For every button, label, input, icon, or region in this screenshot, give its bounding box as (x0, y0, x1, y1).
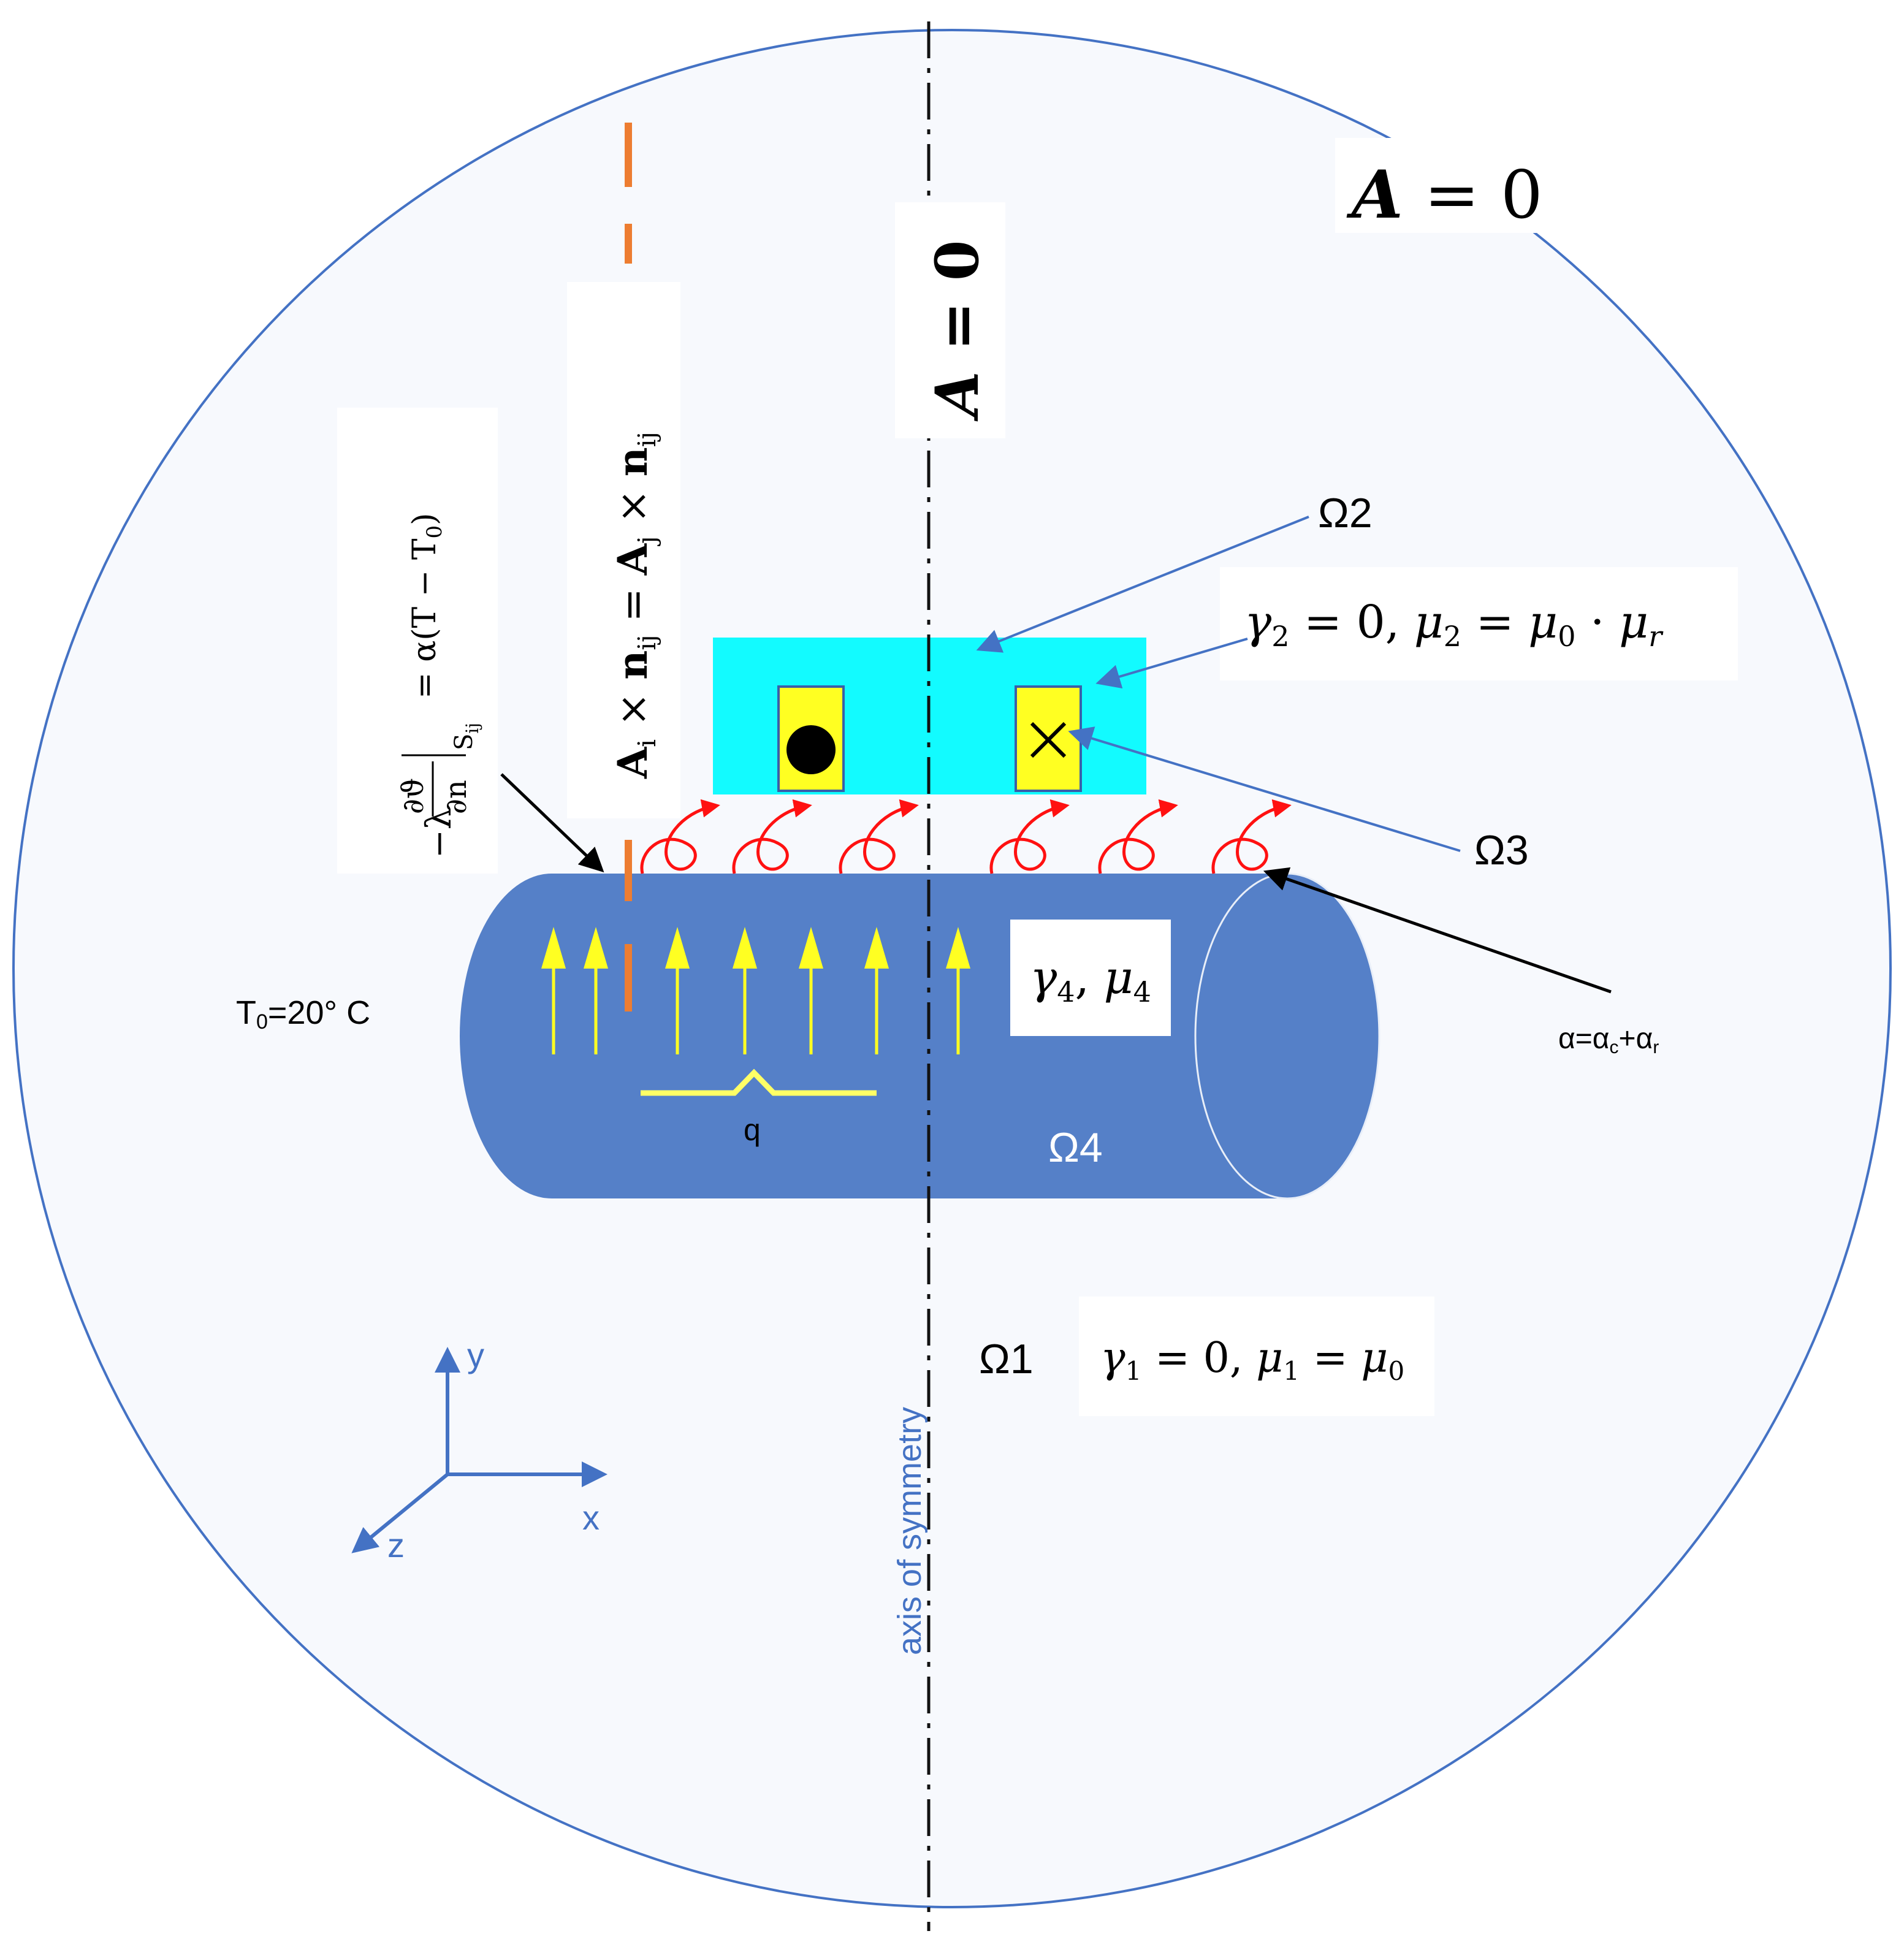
leader-heat-condition (500, 773, 604, 873)
svg-text:∂n: ∂n (439, 780, 473, 814)
label-bg-heat-condition (337, 408, 498, 874)
label-bg-props1 (1079, 1297, 1434, 1416)
label-omega3: Ω3 (1474, 827, 1529, 874)
props-omega1: γ1 = 0, μ1 = μ0 (1100, 1334, 1404, 1386)
heat-flux-arrow-icon (584, 927, 608, 1054)
heat-flux-arrow-icon (946, 927, 970, 1054)
label-bg-outer-boundary (1335, 138, 1563, 233)
leader-omega2 (976, 516, 1309, 653)
leader-lines (976, 516, 1461, 852)
props-omega2: γ2 = 0, μ2 = μ0 · μr (1244, 596, 1664, 653)
svg-text:−λ: −λ (419, 808, 459, 858)
heat-flux-arrow-icon (733, 927, 757, 1054)
y-axis-label: y (467, 1336, 484, 1374)
heat-loss-curl-arrow-icon (839, 799, 919, 874)
z-axis-label: z (387, 1526, 405, 1564)
leader-props2 (1095, 638, 1248, 689)
axis-boundary-condition: A = 0 (923, 240, 992, 422)
symbol-A: A (1346, 156, 1403, 234)
heat-boundary-condition: −λ ∂ϑ ∂n Sij = α(T − T0) (396, 513, 482, 858)
black-leaders (500, 773, 1612, 994)
label-omega1: Ω1 (979, 1336, 1034, 1382)
x-axis-label: x (582, 1498, 600, 1537)
workpiece-cylinder (460, 872, 1380, 1200)
axis-of-symmetry-label: axis of symmetry (891, 1407, 928, 1655)
label-bg-props2 (1220, 567, 1738, 680)
interface-condition: Ai × nij = Aj × nij (609, 432, 661, 779)
svg-text:∂ϑ: ∂ϑ (396, 778, 430, 814)
symbol-A: A (923, 371, 992, 422)
coordinate-axes (351, 1347, 607, 1553)
heat-transfer-coefficient-label: α=αc+αr (1558, 1023, 1659, 1057)
leader-alpha (1263, 867, 1612, 994)
heat-source-label: q (744, 1113, 761, 1147)
label-bg-props4 (1010, 920, 1171, 1036)
current-out-of-page-dot-icon (786, 725, 836, 774)
heat-flux-arrow-icon (541, 927, 566, 1054)
equals-zero: = 0 (923, 240, 992, 371)
ambient-temperature-label: T0=20° C (236, 994, 370, 1034)
heat-source-distribution (641, 1069, 877, 1096)
coil-left (777, 685, 845, 792)
heat-flux-arrow-icon (864, 927, 889, 1054)
coil-right (1015, 685, 1082, 792)
svg-text:= α(T − T0): = α(T − T0) (406, 513, 447, 699)
heat-flux-arrows (541, 927, 970, 1054)
heat-loss-curl-arrow-icon (1211, 799, 1292, 874)
label-omega2: Ω2 (1318, 490, 1373, 536)
outer-boundary-condition: A = 0 (1346, 156, 1543, 234)
label-bg-axis-boundary (895, 202, 1005, 438)
heat-loss-arrows (640, 799, 1292, 874)
heat-flux-arrow-icon (665, 927, 690, 1054)
props-omega4: γ4, μ4 (1030, 951, 1151, 1008)
z-axis-arrow (351, 1472, 449, 1553)
heat-loss-curl-arrow-icon (732, 799, 812, 874)
heat-flux-arrow-icon (799, 927, 823, 1054)
current-into-page-cross-icon (1030, 722, 1067, 758)
label-bg-interface (567, 282, 680, 818)
equals-zero: = 0 (1403, 157, 1543, 234)
heat-loss-curl-arrow-icon (989, 799, 1070, 874)
label-omega4: Ω4 (1048, 1124, 1103, 1171)
svg-text:Sij: Sij (450, 723, 482, 750)
leader-omega3 (1068, 726, 1461, 852)
heat-loss-curl-arrow-icon (640, 799, 720, 874)
heat-loss-curl-arrow-icon (1098, 799, 1178, 874)
